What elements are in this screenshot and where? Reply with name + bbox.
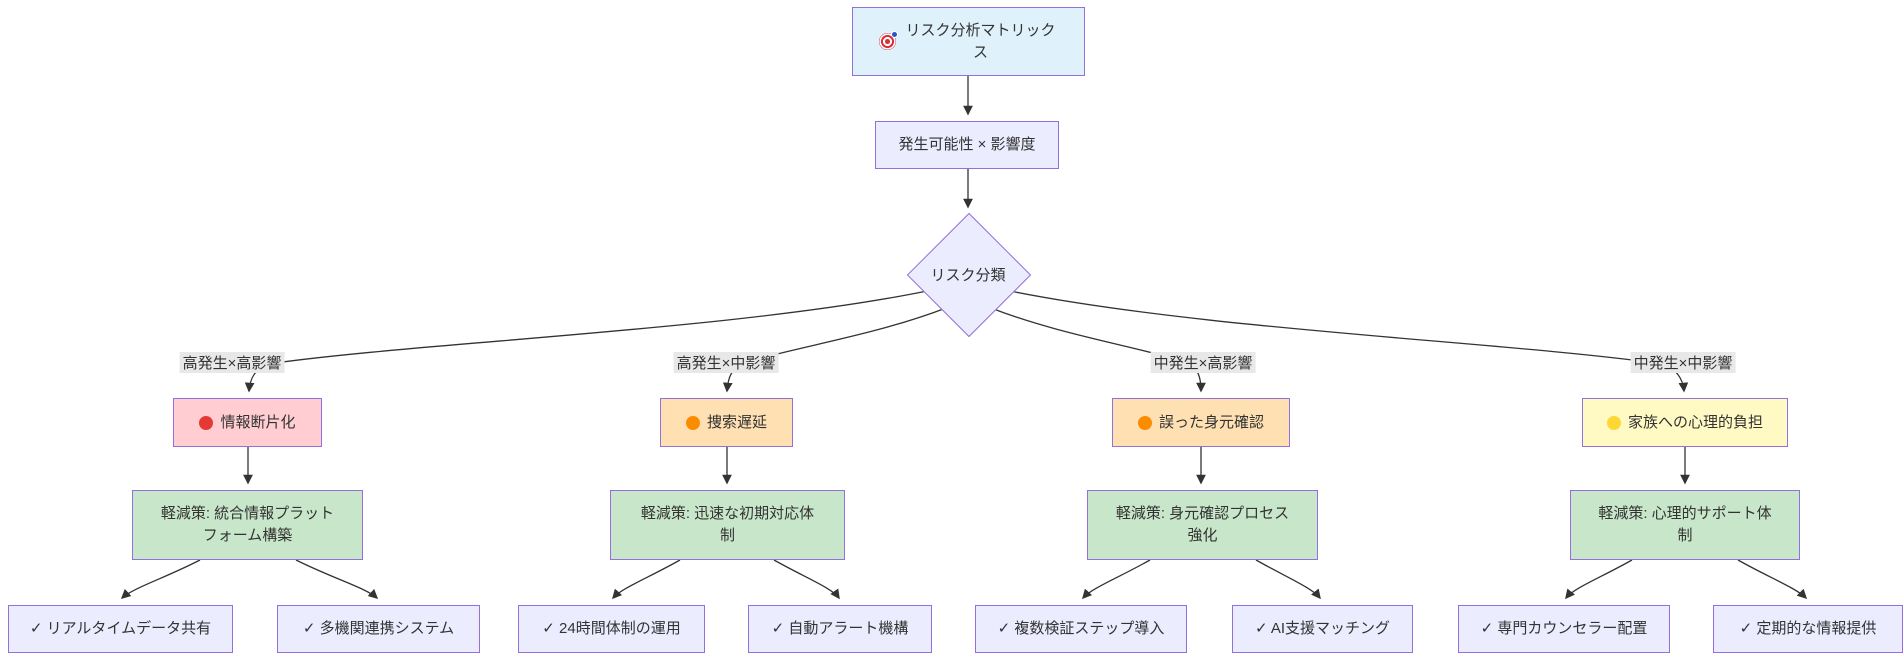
edge-label-mid-high: 中発生×高影響: [1150, 352, 1256, 373]
risk-node-search-delay: 捜索遅延: [660, 398, 793, 447]
edge-label-high-high: 高発生×高影響: [179, 352, 285, 373]
edge-mitigation-1-action-1: [773, 559, 840, 600]
edge-label-high-mid: 高発生×中影響: [673, 352, 779, 373]
action-node-multi-verification: ✓ 複数検証ステップ導入: [975, 605, 1187, 653]
risk-label: 捜索遅延: [706, 413, 767, 431]
mitigation-label: 軽減策: 身元確認プロセス強化: [1115, 505, 1290, 544]
action-node-periodic-info: ✓ 定期的な情報提供: [1713, 605, 1903, 653]
edge-decision-to-risk-1: [722, 307, 947, 393]
mitigation-node-psych-support: 軽減策: 心理的サポート体制: [1570, 490, 1800, 560]
edge-mitigation-0-action-1: [295, 559, 379, 599]
risk-node-family-burden: 家族への心理的負担: [1582, 398, 1788, 447]
mitigation-label: 軽減策: 心理的サポート体制: [1598, 505, 1772, 544]
risk-label: 家族への心理的負担: [1627, 413, 1763, 431]
edge-decision-to-risk-2: [990, 307, 1206, 393]
edge-mitigation-1-action-0: [612, 559, 681, 600]
edge-mitigation-3-action-1: [1737, 559, 1808, 600]
risk-node-misidentification: 誤った身元確認: [1112, 398, 1290, 447]
mitigation-node-integrated-platform: 軽減策: 統合情報プラットフォーム構築: [132, 490, 363, 560]
mitigation-label: 軽減策: 迅速な初期対応体制: [640, 505, 815, 544]
edge-label-mid-mid: 中発生×中影響: [1630, 352, 1736, 373]
root-node: リスク分析マトリックス: [852, 7, 1085, 76]
axis-label: 発生可能性 × 影響度: [898, 136, 1036, 154]
axis-node: 発生可能性 × 影響度: [875, 121, 1059, 169]
action-label: ✓ AI支援マッチング: [1254, 620, 1391, 638]
edge-mitigation-2-action-0: [1082, 559, 1151, 600]
action-node-realtime-data: ✓ リアルタイムデータ共有: [8, 605, 233, 653]
action-label: ✓ 24時間体制の運用: [542, 620, 681, 638]
action-label: ✓ 多機関連携システム: [302, 620, 455, 638]
risk-label: 情報断片化: [220, 413, 296, 431]
orange-circle-icon: [685, 415, 700, 430]
action-node-counselor: ✓ 専門カウンセラー配置: [1458, 605, 1670, 653]
action-node-auto-alert: ✓ 自動アラート機構: [748, 605, 932, 653]
action-node-24h-operation: ✓ 24時間体制の運用: [518, 605, 705, 653]
edge-decision-to-risk-3: [1004, 289, 1689, 393]
action-label: ✓ 複数検証ステップ導入: [997, 620, 1165, 638]
edge-decision-to-risk-0: [244, 289, 933, 393]
decision-label: リスク分類: [930, 267, 1006, 284]
yellow-circle-icon: [1606, 415, 1621, 430]
risk-node-fragmented-info: 情報断片化: [173, 398, 322, 447]
target-icon: [878, 31, 898, 50]
mitigation-node-id-process: 軽減策: 身元確認プロセス強化: [1087, 490, 1318, 560]
mitigation-node-rapid-response: 軽減策: 迅速な初期対応体制: [610, 490, 845, 560]
edge-mitigation-0-action-0: [120, 559, 201, 599]
mitigation-label: 軽減策: 統合情報プラットフォーム構築: [160, 505, 335, 544]
edge-mitigation-3-action-0: [1565, 559, 1633, 600]
action-label: ✓ 定期的な情報提供: [1739, 620, 1877, 638]
risk-label: 誤った身元確認: [1158, 413, 1264, 431]
root-label: リスク分析マトリックス: [905, 21, 1056, 61]
action-node-ai-matching: ✓ AI支援マッチング: [1232, 605, 1413, 653]
action-label: ✓ リアルタイムデータ共有: [29, 620, 212, 638]
edge-mitigation-2-action-1: [1255, 559, 1321, 600]
action-node-multi-agency: ✓ 多機関連携システム: [277, 605, 480, 653]
red-circle-icon: [199, 415, 214, 430]
action-label: ✓ 自動アラート機構: [771, 620, 909, 638]
action-label: ✓ 専門カウンセラー配置: [1480, 620, 1648, 638]
orange-circle-icon: [1137, 415, 1152, 430]
